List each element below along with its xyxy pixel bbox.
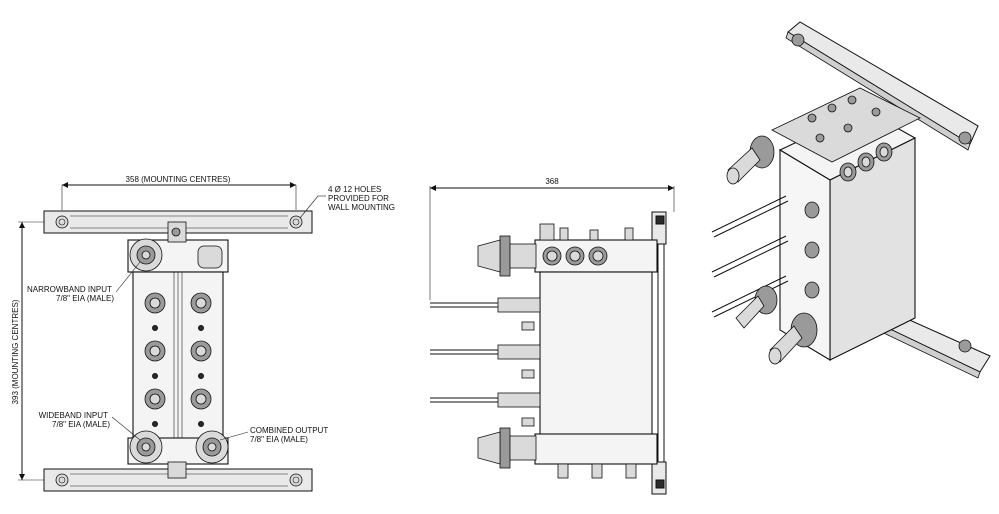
- iso-flange-connector: [735, 285, 778, 329]
- tuning-knob: [144, 388, 166, 410]
- mounting-hole: [55, 215, 69, 229]
- mounting-hole: [289, 473, 303, 487]
- mounting-hole: [289, 215, 303, 229]
- isometric-view: [711, 21, 991, 379]
- iso-tuning-rod: [711, 235, 789, 278]
- hex-connector: [542, 246, 562, 266]
- wideband-input-label: WIDEBAND INPUT 7/8" EIA (MALE): [39, 411, 111, 429]
- hex-connector: [565, 246, 585, 266]
- height-dimension-label: 393 (MOUNTING CENTRES): [11, 299, 20, 404]
- side-filter-body: [539, 271, 653, 437]
- rail-end: [651, 461, 667, 495]
- iso-connector: [875, 142, 893, 162]
- narrowband-input-label: NARROWBAND INPUT 7/8" EIA (MALE): [27, 285, 114, 303]
- narrowband-connector: [129, 238, 163, 272]
- flange-connector: [477, 427, 537, 469]
- tuning-rod: [430, 392, 541, 408]
- holes-note: 4 Ø 12 HOLES PROVIDED FOR WALL MOUNTING: [328, 185, 395, 212]
- tuning-knob: [144, 292, 166, 314]
- iso-flange-connector: [726, 135, 775, 185]
- iso-tuning-rod: [711, 275, 789, 318]
- tuning-knob: [190, 292, 212, 314]
- iso-flange-connector: [768, 312, 818, 365]
- wideband-connector: [129, 430, 163, 464]
- depth-dimension-label: 368: [545, 177, 559, 186]
- combined-output-connector: [195, 430, 229, 464]
- iso-connector: [857, 152, 875, 172]
- mounting-hole: [55, 473, 69, 487]
- tuning-knob: [144, 340, 166, 362]
- tuning-rod: [430, 344, 541, 360]
- tuning-knob: [190, 340, 212, 362]
- tuning-knob: [190, 388, 212, 410]
- iso-front-face: [779, 149, 831, 361]
- iso-connector: [839, 162, 857, 182]
- flange-connector: [477, 235, 537, 277]
- side-bottom-manifold: [534, 433, 658, 465]
- side-view: 368: [429, 177, 675, 495]
- hex-connector: [588, 246, 608, 266]
- iso-tuning-rod: [711, 195, 789, 238]
- tuning-rod: [430, 297, 541, 313]
- front-view: 358 (MOUNTING CENTRES) 393 (MOUNTING CEN…: [11, 175, 395, 492]
- width-dimension-label: 358 (MOUNTING CENTRES): [126, 175, 231, 184]
- combined-output-label: COMBINED OUTPUT 7/8" EIA (MALE): [250, 426, 330, 444]
